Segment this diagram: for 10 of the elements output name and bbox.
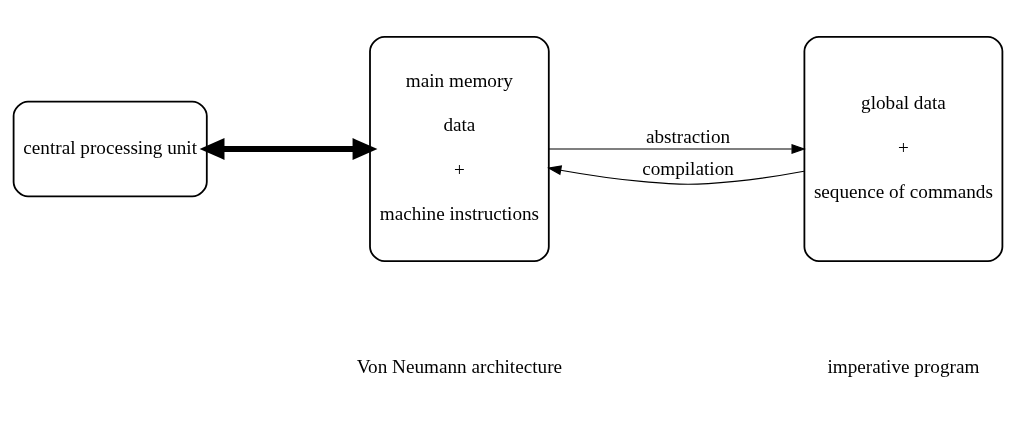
- edge-label: abstraction: [645, 125, 731, 147]
- arrow: [547, 165, 805, 185]
- edge-label: compilation: [642, 158, 734, 180]
- arrow: [548, 143, 806, 155]
- arrow: [199, 138, 378, 160]
- node-box: global data + sequence of commands: [803, 35, 1004, 263]
- label: imperative program: [827, 356, 980, 378]
- label: Von Neumann architecture: [356, 356, 563, 378]
- node-box: main memory data + machine instructions: [369, 35, 550, 263]
- node-box: central processing unit: [12, 100, 208, 198]
